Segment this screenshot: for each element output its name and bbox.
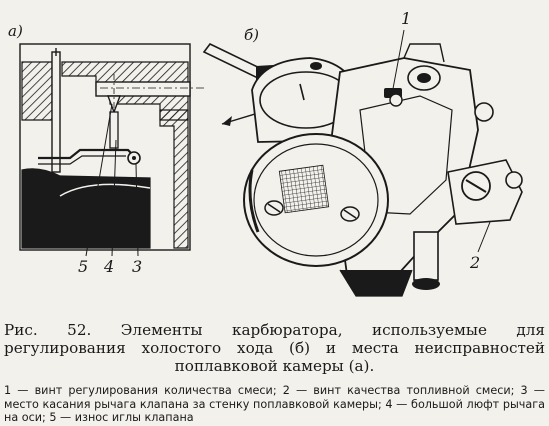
callout-3: 3 (132, 257, 142, 276)
panel-b-label: б) (244, 26, 259, 44)
figure: а) (8, 9, 523, 297)
callout-1: 1 (401, 9, 411, 28)
panel-a-label: а) (8, 22, 23, 40)
callout-2: 2 (469, 253, 480, 272)
callout-4: 4 (103, 257, 114, 276)
figure-caption: Рис. 52. Элементы карбюратора, используе… (4, 321, 545, 375)
panel-b-carburetor-view: б) 1 (202, 9, 523, 297)
figure-legend: 1 — винт регулирования количества смеси;… (4, 384, 545, 425)
panel-a-section-drawing: а) (8, 22, 206, 276)
carburetor-drawing: а) (8, 9, 523, 297)
callout-5: 5 (78, 257, 88, 276)
